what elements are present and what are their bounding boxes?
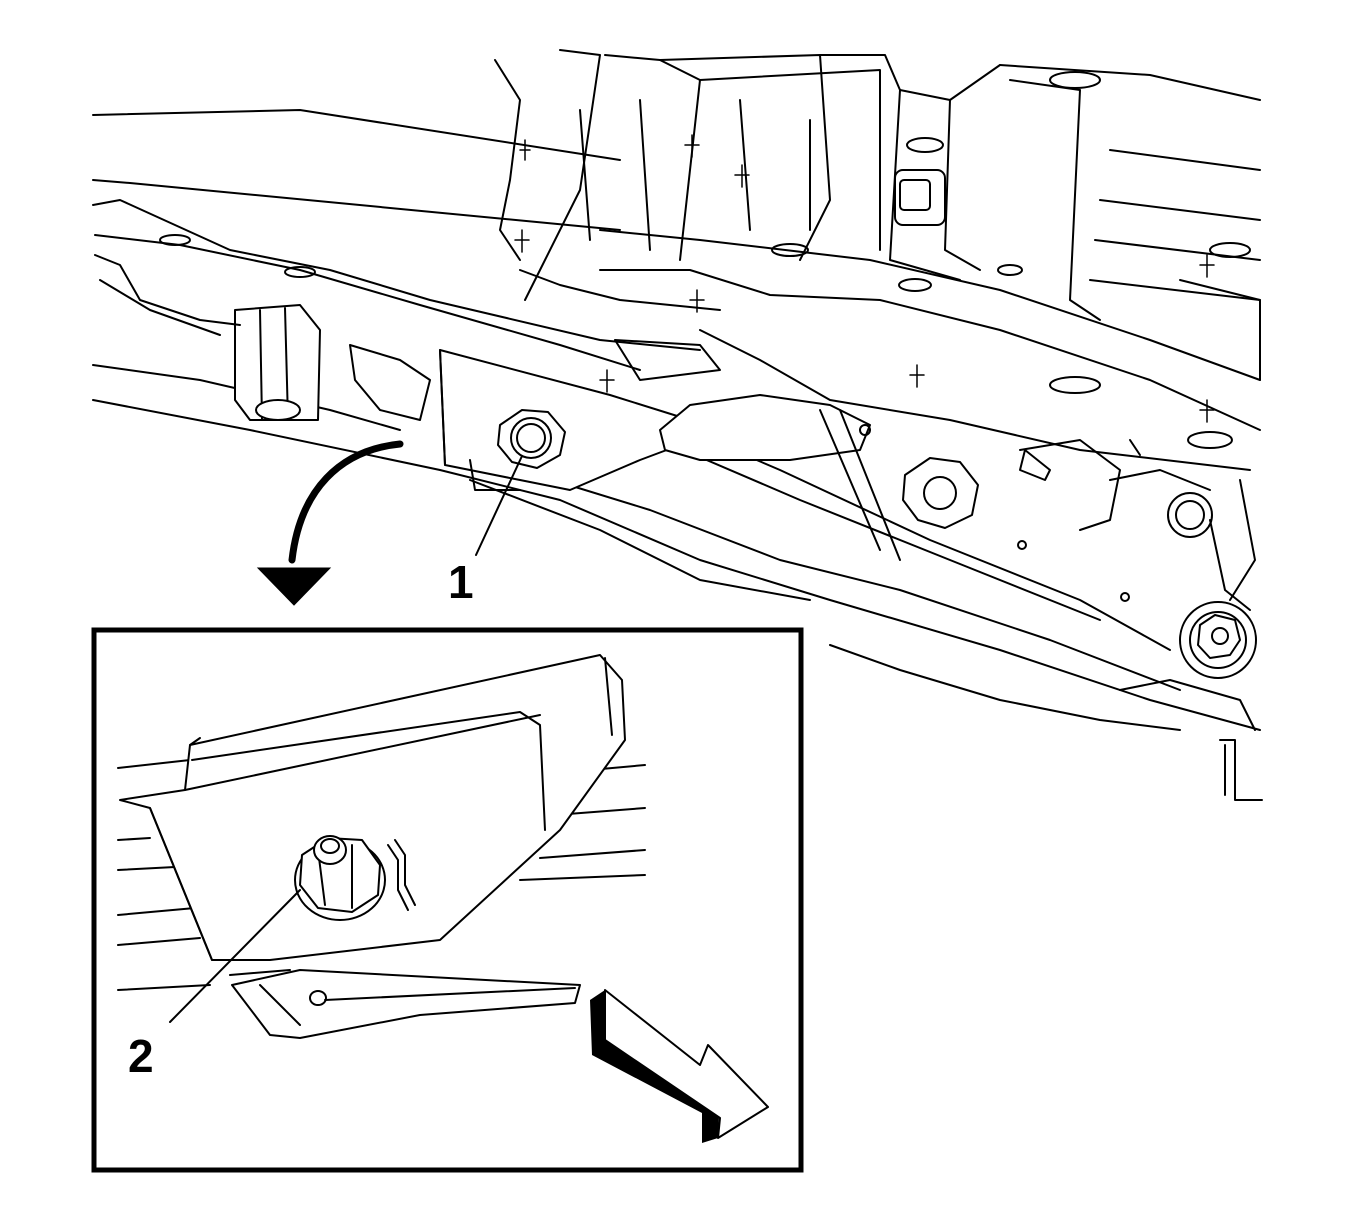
detail-inset: 2 [91, 627, 804, 1173]
inset-bracket [119, 654, 626, 961]
callout-2: 2 [128, 1030, 154, 1082]
curved-arrow-down-icon [256, 440, 404, 606]
left-mount [94, 254, 431, 421]
upper-structure [159, 49, 1261, 449]
crossmember-bracket [439, 339, 871, 491]
fastener-1-nut [497, 409, 566, 469]
callout-1: 1 [448, 556, 474, 608]
inset-rails [117, 759, 646, 991]
forward-arrow-icon [590, 989, 769, 1143]
right-side-parts [819, 409, 1263, 801]
fastener-2-nut [294, 835, 386, 921]
main-view: 1 [92, 49, 1263, 801]
leader-line-2 [169, 889, 301, 1023]
leader-line-1 [475, 455, 523, 556]
inset-lower-rail [231, 969, 581, 1039]
